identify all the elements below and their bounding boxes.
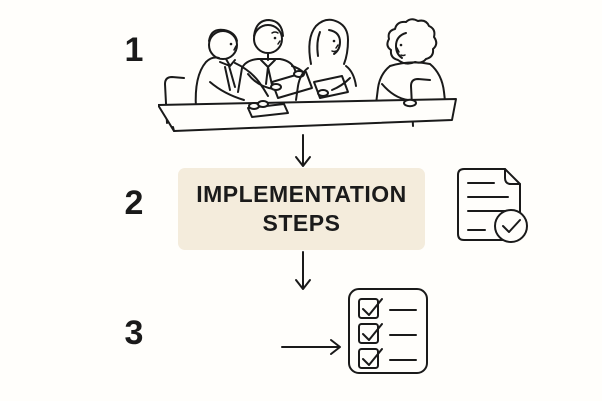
checkmark	[362, 348, 383, 366]
arrow-down-icon	[295, 134, 311, 167]
step-number-3: 3	[124, 314, 144, 352]
step-number-2: 2	[124, 184, 144, 222]
checkmark	[502, 219, 521, 233]
document-check-icon	[457, 168, 528, 243]
person-man-center	[237, 19, 313, 99]
step-number-1: 1	[124, 31, 144, 69]
implementation-steps-box: IMPLEMENTATION STEPS	[178, 168, 425, 250]
checkmark	[362, 298, 383, 316]
chair-left	[164, 76, 185, 124]
implementation-steps-label: IMPLEMENTATION STEPS	[196, 180, 407, 236]
chair-right	[410, 78, 431, 127]
arrow-down-icon	[295, 251, 311, 290]
table	[158, 98, 457, 132]
arrow-right-icon	[281, 339, 341, 355]
checklist-icon	[348, 288, 428, 374]
person-woman-center	[295, 18, 357, 101]
person-woman-right	[375, 18, 447, 111]
checkmark	[362, 323, 383, 341]
meeting-people-illustration	[158, 18, 457, 132]
